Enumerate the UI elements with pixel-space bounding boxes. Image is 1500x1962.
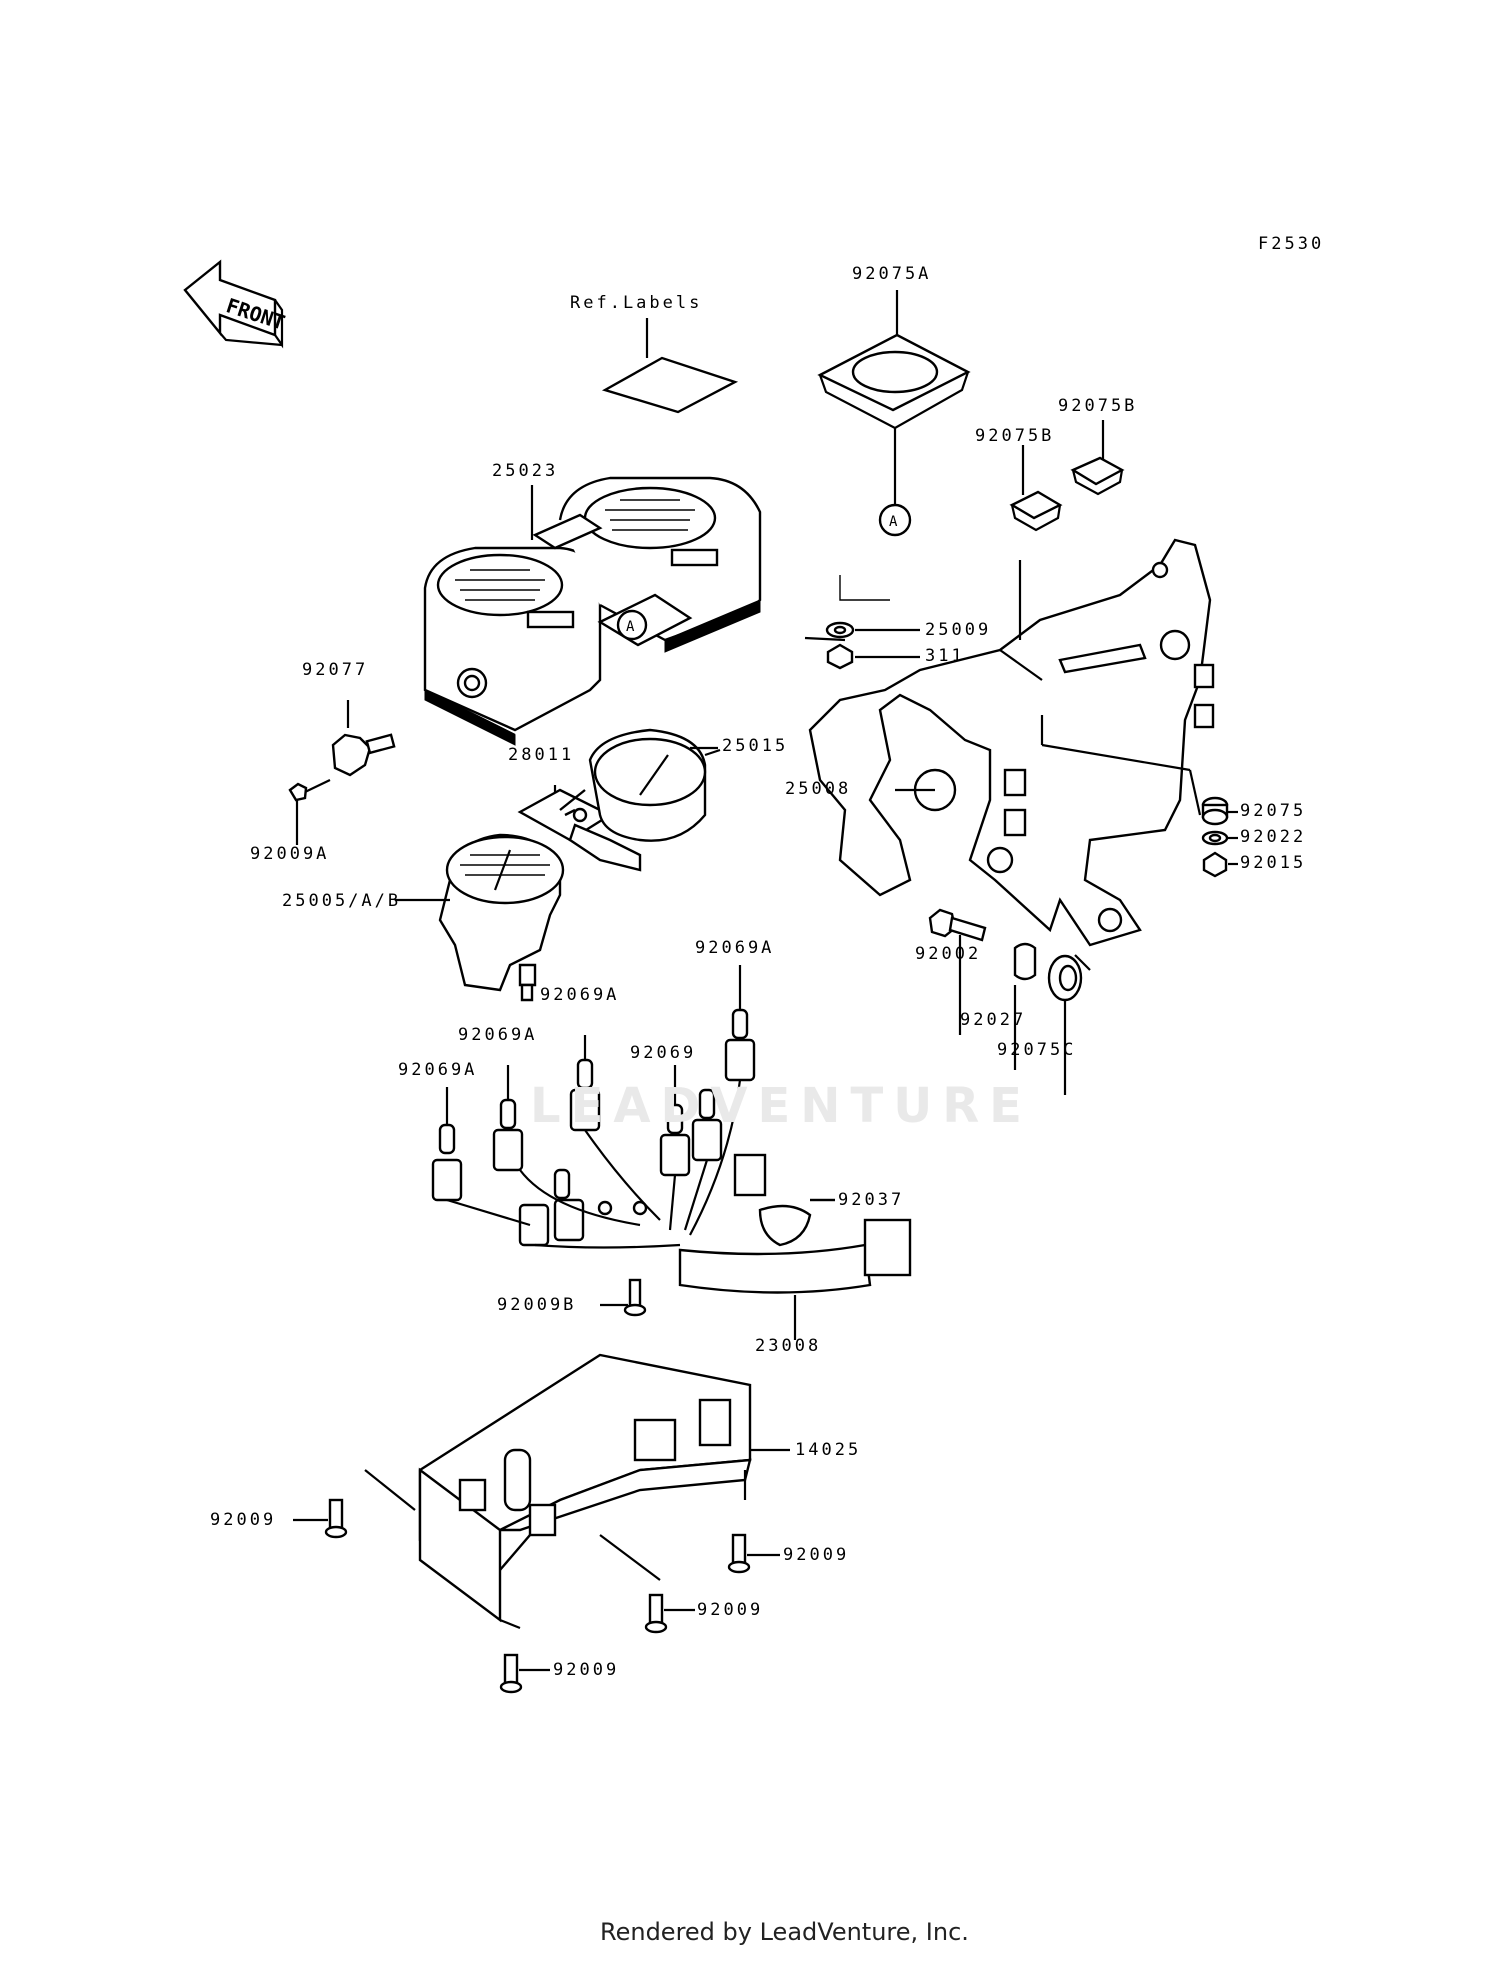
part-92075b-pair bbox=[1009, 420, 1125, 532]
label-23008: 23008 bbox=[755, 1336, 822, 1356]
label-92069a-4: 92069A bbox=[398, 1060, 478, 1080]
label-92069a-2: 92069A bbox=[540, 985, 620, 1005]
label-25023: 25023 bbox=[492, 461, 559, 481]
part-92002-92027-92075c bbox=[928, 908, 1083, 1095]
part-14025-box bbox=[293, 1353, 790, 1694]
label-92077: 92077 bbox=[302, 660, 369, 680]
label-92009-3: 92009 bbox=[697, 1600, 764, 1620]
label-92022: 92022 bbox=[1240, 827, 1307, 847]
footer-credit: Rendered by LeadVenture, Inc. bbox=[600, 1918, 969, 1946]
svg-text:A: A bbox=[626, 619, 635, 635]
label-28011: 28011 bbox=[508, 745, 575, 765]
leader-lines bbox=[395, 746, 935, 1202]
part-92077-gear bbox=[288, 700, 396, 845]
label-92075: 92075 bbox=[1240, 801, 1307, 821]
label-92075c: 92075C bbox=[997, 1040, 1077, 1060]
label-25008: 25008 bbox=[785, 779, 852, 799]
label-25005: 25005/A/B bbox=[282, 891, 402, 911]
part-25009-311 bbox=[825, 575, 920, 670]
part-92075a: A bbox=[817, 290, 971, 537]
part-23008-harness bbox=[431, 965, 912, 1340]
label-92009-1: 92009 bbox=[210, 1510, 277, 1530]
part-92075-92022-92015 bbox=[1201, 796, 1238, 878]
label-92069a-3: 92069A bbox=[458, 1025, 538, 1045]
label-92069: 92069 bbox=[630, 1043, 697, 1063]
label-92027: 92027 bbox=[960, 1010, 1027, 1030]
label-92037: 92037 bbox=[838, 1190, 905, 1210]
part-25023-meter-case: A bbox=[423, 476, 762, 746]
label-25015: 25015 bbox=[722, 736, 789, 756]
svg-text:A: A bbox=[889, 514, 898, 530]
label-92075a: 92075A bbox=[852, 264, 932, 284]
label-92002: 92002 bbox=[915, 944, 982, 964]
label-92009-4: 92009 bbox=[553, 1660, 620, 1680]
front-arrow-icon: FRONT bbox=[183, 259, 288, 349]
label-14025: 14025 bbox=[795, 1440, 862, 1460]
label-92069a-top: 92069A bbox=[695, 938, 775, 958]
ref-labels-sheet bbox=[601, 318, 739, 414]
label-92015: 92015 bbox=[1240, 853, 1307, 873]
label-92075b-right: 92075B bbox=[1058, 396, 1138, 416]
label-25009: 25009 bbox=[925, 620, 992, 640]
label-92009b: 92009B bbox=[497, 1295, 577, 1315]
label-ref-labels: Ref.Labels bbox=[570, 293, 703, 313]
diagram-code: F2530 bbox=[1258, 234, 1325, 254]
part-meter-internals bbox=[438, 728, 721, 1002]
label-92009-2: 92009 bbox=[783, 1545, 850, 1565]
part-25008-bracket bbox=[804, 538, 1215, 971]
label-92075b-left: 92075B bbox=[975, 426, 1055, 446]
label-311: 311 bbox=[925, 646, 965, 666]
watermark: LEADVENTURE bbox=[530, 1078, 1032, 1134]
label-92009a: 92009A bbox=[250, 844, 330, 864]
